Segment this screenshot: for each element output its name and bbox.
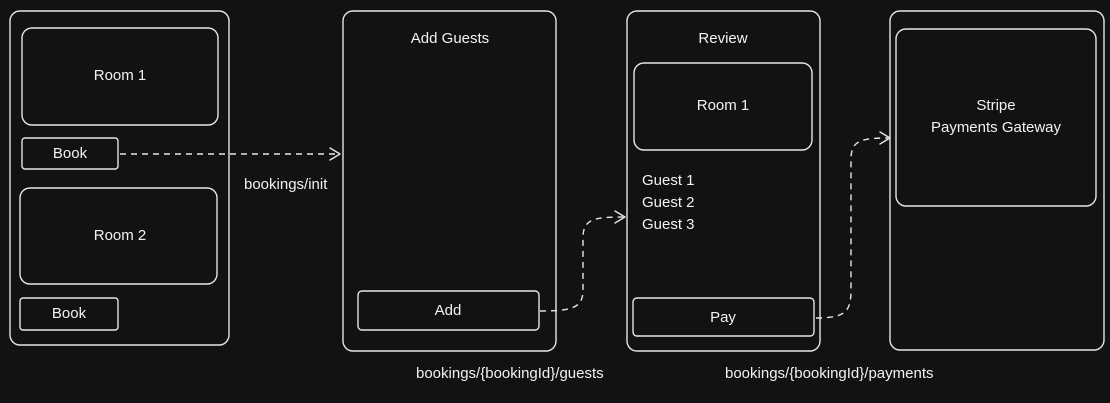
payments-connector (815, 137, 889, 319)
room2-label: Room 2 (94, 227, 147, 244)
gateway-panel (895, 28, 1097, 207)
review-room-card (633, 62, 813, 151)
review-guest-3: Guest 3 (642, 216, 695, 233)
review-room-label: Room 1 (697, 97, 750, 114)
room1-card[interactable] (21, 27, 219, 126)
add-guests-title: Add Guests (411, 30, 489, 47)
pay-button[interactable] (632, 297, 815, 337)
add-guests-button-label: Add (435, 302, 462, 319)
review-guest-2: Guest 2 (642, 194, 695, 211)
gateway-line-1: Stripe (976, 97, 1015, 114)
endpoint-payments-label: bookings/{bookingId}/payments (725, 365, 933, 382)
pay-button-label: Pay (710, 309, 736, 326)
book-room1-label: Book (53, 145, 88, 162)
book-room1-button[interactable] (21, 137, 119, 170)
review-title: Review (698, 30, 747, 47)
endpoint-init-label: bookings/init (244, 176, 328, 193)
init-arrowhead (329, 147, 341, 161)
gateway-line-2: Payments Gateway (931, 119, 1062, 136)
guests-connector (539, 216, 624, 312)
add-guests-screen-frame (342, 10, 557, 352)
payments-arrowhead (879, 131, 891, 145)
rooms-screen-frame (9, 10, 230, 346)
room1-label: Room 1 (94, 67, 147, 84)
book-room2-button[interactable] (19, 297, 119, 331)
book-room2-label: Book (52, 305, 87, 322)
endpoint-guests-label: bookings/{bookingId}/guests (416, 365, 604, 382)
add-guests-button[interactable] (357, 290, 540, 331)
gateway-screen-frame (889, 10, 1105, 351)
review-screen-frame (626, 10, 821, 352)
guests-arrowhead (614, 210, 626, 224)
review-guest-1: Guest 1 (642, 172, 695, 189)
room2-card[interactable] (19, 187, 218, 285)
